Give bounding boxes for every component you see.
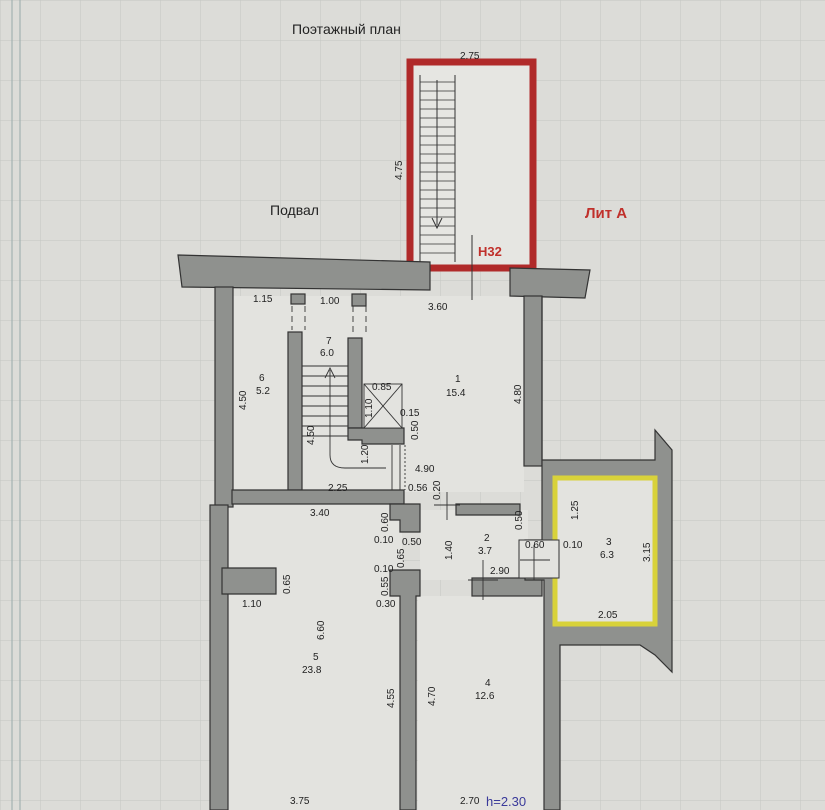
dim: 1.20 [360, 444, 371, 464]
dim: 0.30 [376, 599, 396, 610]
dim: 0.10 [563, 540, 583, 551]
dim: 2.05 [598, 610, 618, 621]
dim: 0.65 [282, 574, 293, 594]
dim: 4.90 [415, 464, 435, 475]
dim: 0.10 [374, 564, 394, 575]
dim: 2.70 [460, 796, 480, 807]
room-5-area: 23.8 [302, 665, 322, 676]
lit-label: Лит А [585, 205, 627, 222]
room-labels: 1 15.4 2 3.7 3 6.3 4 12.6 5 23.8 6 5.2 7… [256, 336, 614, 702]
walls [177, 254, 673, 810]
interior-stair [291, 306, 550, 600]
dim: 1.10 [242, 599, 262, 610]
entrance-label: Н32 [478, 244, 502, 259]
room-6-number: 6 [259, 373, 265, 384]
dim: 0.85 [372, 382, 392, 393]
dim: 3.75 [290, 796, 310, 807]
dim: 1.00 [320, 296, 340, 307]
plan-title: Поэтажный план [292, 21, 401, 37]
dim: 0.50 [402, 537, 422, 548]
dim: 6.60 [316, 620, 327, 640]
dim: 0.60 [380, 512, 391, 532]
dim: 3.40 [310, 508, 330, 519]
dimension-labels: 2.75 1.15 1.00 3.60 0.85 0.15 4.90 2.25 … [242, 51, 618, 807]
dim: 4.80 [513, 384, 524, 404]
dim: 0.65 [396, 548, 407, 568]
dim: 1.25 [570, 500, 581, 520]
room-4-area: 12.6 [475, 691, 495, 702]
dim: 0.60 [525, 540, 545, 551]
room-5-number: 5 [313, 652, 319, 663]
room-6-area: 5.2 [256, 386, 270, 397]
room-1-number: 1 [455, 374, 461, 385]
room-7-number: 7 [326, 336, 332, 347]
dim: 0.15 [400, 408, 420, 419]
dimension-labels-vertical: 4.75 4.50 4.50 4.80 1.10 0.50 1.20 0.20 … [238, 160, 653, 708]
dim: 0.10 [374, 535, 394, 546]
entrance-stair [406, 58, 537, 300]
room-3-area: 6.3 [600, 550, 614, 561]
dim: 4.75 [394, 160, 405, 180]
room-2-number: 2 [484, 533, 490, 544]
room-1-area: 15.4 [446, 388, 466, 399]
dim: 0.20 [432, 480, 443, 500]
dim: 1.15 [253, 294, 273, 305]
dim: 4.70 [427, 686, 438, 706]
dim: 2.25 [328, 483, 348, 494]
dim: 0.50 [514, 510, 525, 530]
basement-label: Подвал [270, 202, 319, 218]
dim: 3.15 [642, 542, 653, 562]
room-7-area: 6.0 [320, 348, 334, 359]
dim: 1.40 [444, 540, 455, 560]
room-2-area: 3.7 [478, 546, 492, 557]
room-4-number: 4 [485, 678, 491, 689]
dim: 3.60 [428, 302, 448, 313]
dim: 1.10 [364, 398, 375, 418]
room-3-number: 3 [606, 537, 612, 548]
dim: 4.55 [386, 688, 397, 708]
dim: 0.56 [408, 483, 428, 494]
dim: 2.75 [460, 51, 480, 62]
dim: 0.55 [380, 576, 391, 596]
dim: 4.50 [306, 425, 317, 445]
dim: 2.90 [490, 566, 510, 577]
dim: 0.50 [410, 420, 421, 440]
ceiling-height: h=2.30 [486, 794, 526, 809]
dim: 4.50 [238, 390, 249, 410]
